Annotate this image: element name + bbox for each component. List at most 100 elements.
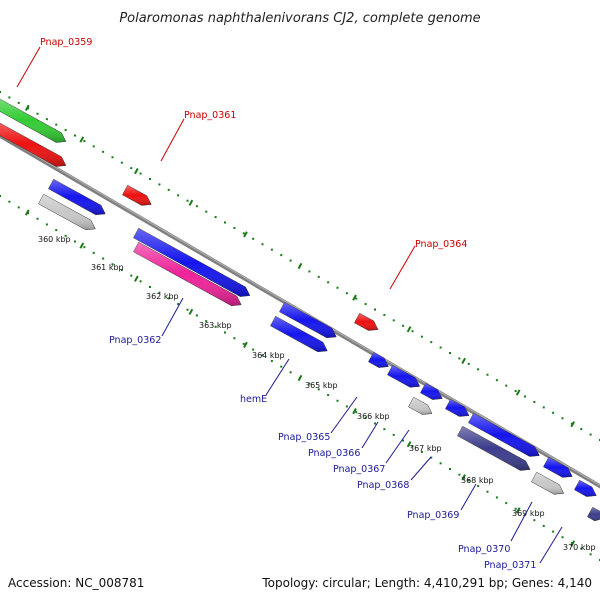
- outer-tick-dot: [167, 188, 170, 191]
- inner-tick-dot: [533, 519, 536, 522]
- inner-tick-dot: [214, 325, 217, 328]
- scale-labels: 360 kbp 361 kbp 362 kbp 363 kbp 364 kbp …: [38, 235, 596, 552]
- outer-major-tick: [134, 167, 139, 175]
- inner-tick-dot: [364, 416, 367, 419]
- gene-pnap-0365-shade: [368, 352, 389, 368]
- outer-tick-dot: [252, 237, 255, 240]
- gene-label-pnap-0361[interactable]: Pnap_0361: [184, 110, 236, 121]
- outer-tick-dot: [74, 134, 76, 137]
- gene-pnap-0360-shade: [0, 123, 66, 167]
- outer-tick-dot: [505, 384, 508, 387]
- scale-label-360: 360 kbp: [38, 235, 71, 244]
- inner-tick-dot: [336, 399, 339, 402]
- leader-line: [539, 526, 563, 564]
- outer-tick-dot: [261, 243, 264, 246]
- inner-tick-dot: [392, 433, 395, 436]
- gene-pnap-0359-shade: [0, 99, 66, 143]
- gene-labels: Pnap_0359 Pnap_0361 Pnap_0364 Pnap_0362 …: [16, 37, 563, 571]
- inner-tick-dot: [139, 280, 142, 283]
- inner-major-tick: [243, 341, 248, 349]
- gene-label-pnap-0369[interactable]: Pnap_0369: [407, 510, 459, 521]
- outer-tick-dot: [467, 362, 470, 365]
- outer-major-tick: [352, 294, 357, 301]
- leader-line: [161, 297, 184, 337]
- inner-tick-dot: [580, 547, 583, 550]
- inner-tick-dot: [317, 388, 320, 391]
- inner-major-tick: [297, 374, 303, 382]
- inner-tick-dot: [327, 394, 330, 397]
- scale-label-364: 364 kbp: [252, 351, 285, 360]
- inner-tick-dot: [589, 553, 592, 556]
- gene-label-pnap-0366[interactable]: Pnap_0366: [308, 448, 360, 459]
- gene-label-pnap-0364[interactable]: Pnap_0364: [415, 239, 467, 250]
- outer-tick-dot: [36, 112, 39, 115]
- gene-label-pnap-0367[interactable]: Pnap_0367: [333, 464, 385, 475]
- inner-tick-dot: [561, 536, 564, 539]
- scale-label-368: 368 kbp: [461, 476, 494, 485]
- gene-navy-1-shade: [457, 426, 531, 471]
- gene-label-pnap-0359[interactable]: Pnap_0359: [40, 37, 92, 48]
- outer-major-tick: [406, 326, 412, 333]
- outer-tick-dot: [205, 210, 208, 213]
- gene-label-pnap-0368[interactable]: Pnap_0368: [357, 480, 409, 491]
- backbone-highlight: [0, 134, 600, 486]
- gene-label-heme[interactable]: hemE: [240, 394, 267, 405]
- gene-pnap-0367-shade: [420, 383, 443, 400]
- gene-blue-4-shade: [445, 399, 469, 417]
- inner-tick-dot: [252, 348, 255, 351]
- leader-line: [330, 396, 358, 434]
- gene-pnap-0362-shade: [133, 242, 242, 306]
- outer-major-tick: [188, 199, 194, 206]
- outer-tick-dot: [45, 118, 48, 121]
- map-title: Polaromonas naphthalenivorans CJ2, compl…: [119, 11, 480, 26]
- inner-tick-dot: [345, 405, 348, 408]
- outer-tick-dot: [589, 433, 592, 436]
- outer-tick-dot: [420, 335, 423, 338]
- inner-tick-dot: [420, 450, 423, 453]
- inner-tick-dot: [355, 411, 358, 414]
- inner-tick-dot: [195, 314, 198, 317]
- gene-label-pnap-0362[interactable]: Pnap_0362: [109, 335, 161, 346]
- gene-pnap-0366-shade: [387, 365, 420, 388]
- outer-major-tick: [297, 262, 303, 270]
- outer-tick-dot: [402, 324, 405, 327]
- inner-tick-dot: [289, 371, 292, 374]
- inner-tick-dot: [261, 354, 264, 357]
- inner-tick-dot: [308, 382, 311, 385]
- gene-label-pnap-0371[interactable]: Pnap_0371: [484, 560, 536, 571]
- inner-tick-dot: [158, 291, 161, 294]
- leader-line: [410, 456, 432, 481]
- gene-label-pnap-0370[interactable]: Pnap_0370: [458, 544, 510, 555]
- outer-tick-dot: [280, 254, 283, 257]
- inner-tick-dot: [83, 246, 86, 249]
- outer-tick-dot: [92, 145, 95, 148]
- outer-tick-dot: [336, 286, 339, 289]
- outer-major-tick: [570, 421, 576, 428]
- inner-tick-dot: [242, 342, 245, 345]
- leader-line: [389, 245, 416, 290]
- inner-tick-dot: [467, 479, 470, 482]
- scale-label-367: 367 kbp: [409, 444, 442, 453]
- inner-major-tick: [406, 441, 412, 448]
- outer-major-tick: [24, 104, 30, 111]
- outer-tick-dot: [149, 178, 151, 180]
- inner-tick-dot: [411, 445, 414, 448]
- inner-tick-dot: [233, 337, 236, 340]
- inner-tick-dot: [17, 206, 20, 209]
- inner-tick-dot: [402, 439, 405, 442]
- inner-tick-dot: [224, 331, 226, 334]
- outer-major-tick: [461, 357, 466, 365]
- gene-pnap-0370-shade: [543, 457, 573, 478]
- outer-tick-dot: [392, 319, 395, 322]
- leader-line: [460, 483, 477, 511]
- outer-tick-dot: [214, 216, 217, 219]
- outer-tick-dot: [158, 183, 161, 186]
- gene-label-pnap-0365[interactable]: Pnap_0365: [278, 432, 330, 443]
- outer-tick-dot: [102, 150, 105, 153]
- gene-pnap-0369-shade: [468, 413, 540, 457]
- inner-major-tick: [134, 275, 139, 282]
- outer-tick-dot: [224, 221, 226, 224]
- inner-tick-dot: [36, 217, 39, 220]
- inner-tick-dot: [514, 507, 517, 510]
